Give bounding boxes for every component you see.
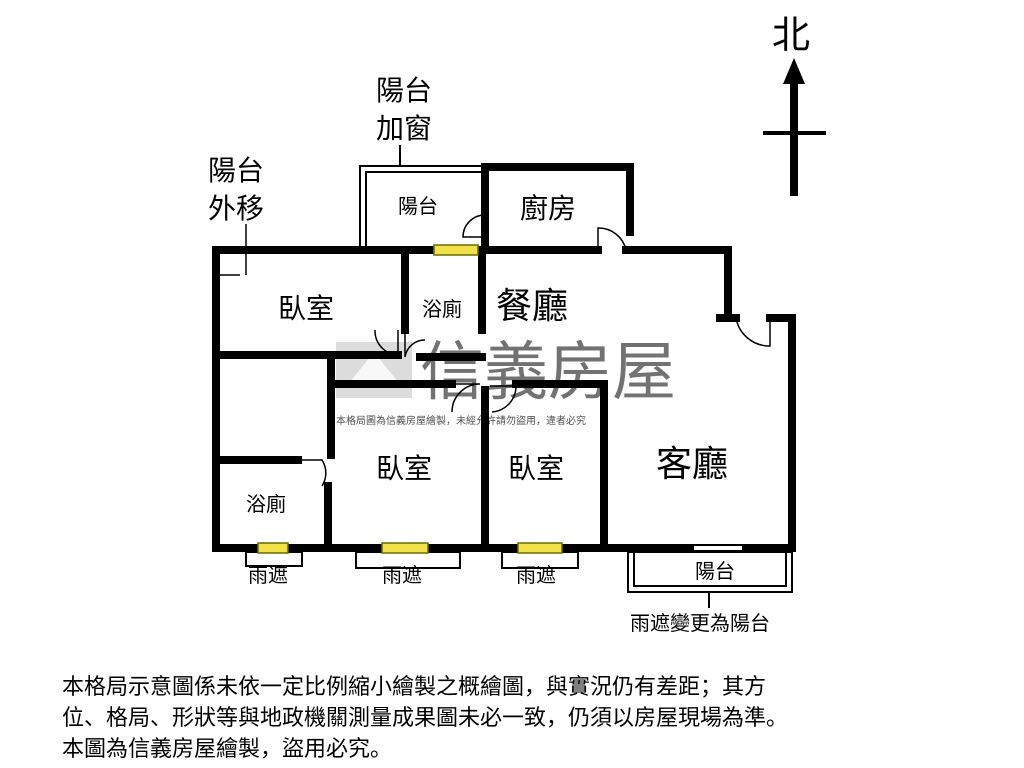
door-east-bedroom <box>490 385 517 413</box>
annotations: 陽台 加窗 陽台 外移 雨遮 雨遮 雨遮 雨遮變更為陽台 <box>208 74 770 635</box>
window-sw-bath <box>257 542 289 554</box>
note-balcony-window-2: 加窗 <box>376 112 432 145</box>
room-balcony-top: 陽台 <box>398 194 438 218</box>
door-nw-bedroom <box>374 329 399 356</box>
room-balcony-bottom: 陽台 <box>695 559 735 583</box>
sliding-door-bottom <box>689 544 747 552</box>
watermark-notice: 本格局圖為信義房屋繪製，未經允許請勿盜用，違者必究 <box>336 414 586 427</box>
room-living: 客廳 <box>656 444 728 485</box>
note-awning-2: 雨遮 <box>382 563 422 587</box>
disclaimer: 本格局示意圖係未依一定比例縮小繪製之概繪圖，與實況仍有差距；其方 位、格局、形狀… <box>62 672 992 765</box>
door-bath-top <box>404 330 426 358</box>
room-labels: 陽台 廚房 餐廳 臥室 浴廁 臥室 臥室 客廳 浴廁 陽台 <box>246 192 735 583</box>
note-awning-to-balcony: 雨遮變更為陽台 <box>630 611 770 635</box>
window-balcony-top <box>433 244 479 256</box>
walls <box>212 163 796 552</box>
room-bath-sw: 浴廁 <box>246 492 286 516</box>
note-awning-3: 雨遮 <box>516 563 556 587</box>
room-bath-top: 浴廁 <box>422 297 462 321</box>
disclaimer-line-1: 本格局示意圖係未依一定比例縮小繪製之概繪圖，與實況仍有差距；其方 <box>62 675 767 700</box>
balcony-top-inner <box>365 171 486 251</box>
door-mid-bedroom <box>451 383 481 413</box>
note-awning-1: 雨遮 <box>248 563 288 587</box>
doors <box>216 214 771 487</box>
door-entrance <box>735 317 771 347</box>
compass-arrow-icon <box>783 58 805 84</box>
windows <box>257 244 563 554</box>
note-balcony-window-1: 陽台 <box>376 74 432 107</box>
room-bedroom-mid: 臥室 <box>376 452 432 485</box>
room-bedroom-east: 臥室 <box>508 452 564 485</box>
note-balcony-moved-2: 外移 <box>208 192 264 225</box>
north-label: 北 <box>772 13 810 57</box>
north-compass: 北 <box>763 13 826 196</box>
window-mid-bedroom <box>381 542 429 554</box>
watermark-brand: 信義房屋 <box>420 336 676 410</box>
disclaimer-line-2: 位、格局、形狀等與地政機關測量成果圖未必一致，仍須以房屋現場為準。 <box>62 706 789 731</box>
room-kitchen: 廚房 <box>520 192 576 225</box>
watermark-logo-house-icon <box>345 352 403 388</box>
room-dining: 餐廳 <box>496 286 568 327</box>
disclaimer-line-3: 本圖為信義房屋繪製，盜用必究。 <box>62 737 393 762</box>
door-sw-bath <box>298 459 327 487</box>
door-kitchen <box>597 227 627 251</box>
room-bedroom-nw: 臥室 <box>278 292 334 325</box>
window-east-bedroom <box>517 542 563 554</box>
note-balcony-moved-1: 陽台 <box>208 154 264 187</box>
door-balcony-kitchen <box>462 214 486 238</box>
